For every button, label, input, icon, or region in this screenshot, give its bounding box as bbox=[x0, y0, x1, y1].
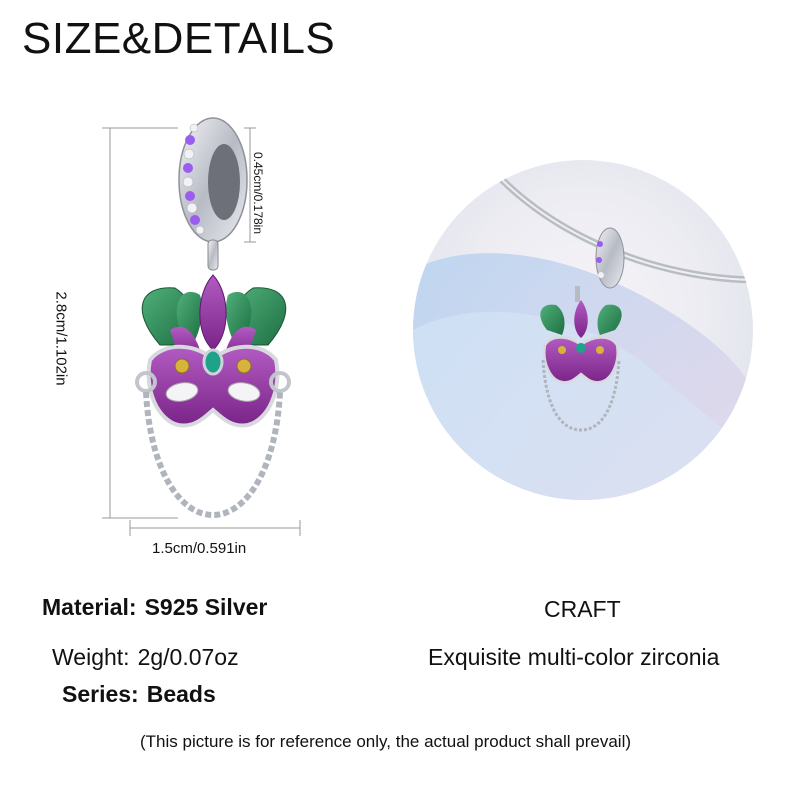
weight-value: 2g/0.07oz bbox=[137, 644, 239, 670]
material-label: Material: bbox=[42, 594, 137, 620]
material-value: S925 Silver bbox=[144, 594, 268, 620]
series-label: Series: bbox=[62, 681, 139, 707]
page-title: SIZE&DETAILS bbox=[22, 14, 336, 63]
height-dimension-label: 2.8cm/1.102in bbox=[52, 291, 70, 386]
series-row: Series: Beads bbox=[62, 681, 216, 708]
ring-dimension-label: 0.45cm/0.178in bbox=[251, 151, 265, 235]
craft-description: Exquisite multi-color zirconia bbox=[428, 644, 720, 670]
mask-charm-image bbox=[135, 117, 291, 519]
circle-photo bbox=[413, 160, 753, 500]
weight-label: Weight: bbox=[52, 644, 130, 670]
material-row: Material: S925 Silver bbox=[42, 594, 267, 621]
weight-row: Weight: 2g/0.07oz bbox=[52, 644, 239, 671]
series-value: Beads bbox=[146, 681, 216, 707]
craft-title: CRAFT bbox=[544, 596, 621, 622]
width-dimension-label: 1.5cm/0.591in bbox=[152, 540, 247, 557]
disclaimer-text: (This picture is for reference only, the… bbox=[140, 732, 632, 751]
dimension-lines bbox=[102, 127, 301, 536]
